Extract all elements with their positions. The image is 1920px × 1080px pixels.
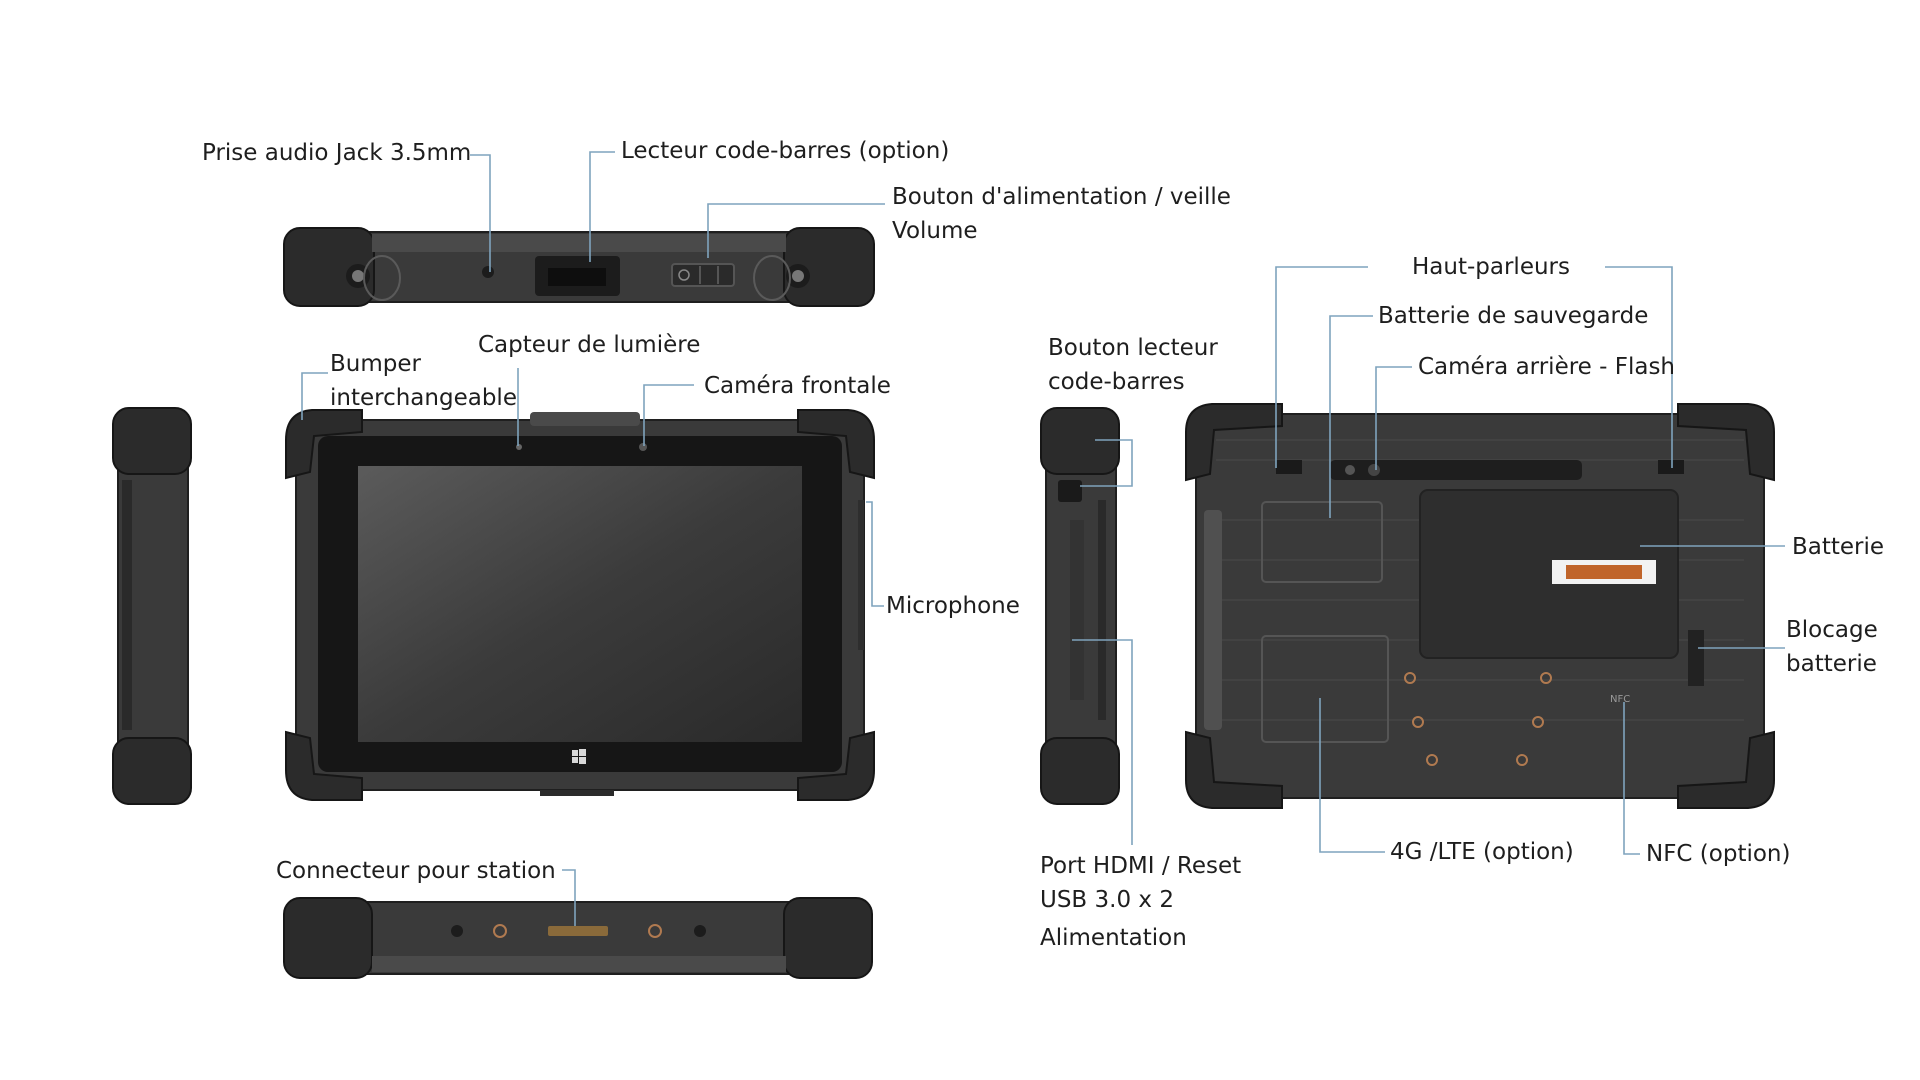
label-battery: Batterie xyxy=(1792,534,1885,560)
label-barcode-button-line2: code-barres xyxy=(1048,369,1185,395)
label-volume: Volume xyxy=(892,218,978,244)
tablet-right-side-view xyxy=(1040,407,1120,805)
dock-connector-pins xyxy=(548,926,608,936)
speaker-left xyxy=(1276,460,1302,474)
label-bumper-line1: Bumper xyxy=(330,351,421,377)
front-camera xyxy=(639,443,647,451)
label-nfc: NFC (option) xyxy=(1646,841,1791,867)
label-barcode-reader: Lecteur code-barres (option) xyxy=(621,138,950,164)
tablet-back-view: NFC xyxy=(1185,403,1775,809)
label-barcode-button-line1: Bouton lecteur xyxy=(1048,335,1218,361)
label-battery-lock-line2: batterie xyxy=(1786,651,1877,677)
label-speakers: Haut-parleurs xyxy=(1412,254,1570,280)
windows-logo-icon xyxy=(572,749,586,764)
power-volume-buttons xyxy=(671,263,735,287)
label-dock-connector: Connecteur pour station xyxy=(276,858,556,884)
label-microphone: Microphone xyxy=(886,593,1020,619)
tablet-left-side-view xyxy=(112,407,192,805)
label-lte: 4G /LTE (option) xyxy=(1390,839,1574,865)
speaker-right xyxy=(1658,460,1684,474)
barcode-button xyxy=(1058,480,1082,502)
light-sensor xyxy=(516,444,522,450)
tablet-bottom-edge-view xyxy=(283,897,873,979)
leader-lines xyxy=(301,151,1785,926)
touch-screen xyxy=(358,466,802,742)
label-audio-jack: Prise audio Jack 3.5mm xyxy=(202,140,472,166)
label-power-button: Bouton d'alimentation / veille xyxy=(892,184,1231,210)
battery-pack xyxy=(1419,489,1679,659)
label-light-sensor: Capteur de lumière xyxy=(478,332,701,358)
tablet-front-view xyxy=(285,409,875,801)
label-ports-line2: USB 3.0 x 2 xyxy=(1040,887,1174,913)
label-ports-line1: Port HDMI / Reset xyxy=(1040,853,1242,879)
label-battery-lock-line1: Blocage xyxy=(1786,617,1878,643)
audio-jack-port xyxy=(482,266,494,278)
power-icon xyxy=(678,269,690,281)
back-logo xyxy=(1566,565,1642,579)
backup-battery-cover xyxy=(1261,501,1383,583)
rear-camera-flash-strip xyxy=(1330,460,1582,480)
label-bumper-line2: interchangeable xyxy=(330,385,517,411)
nfc-marking: NFC xyxy=(1610,694,1630,705)
tablet-top-edge-view xyxy=(283,227,875,307)
label-rear-camera: Caméra arrière - Flash xyxy=(1418,354,1676,380)
label-backup-battery: Batterie de sauvegarde xyxy=(1378,303,1649,329)
lte-card-cover xyxy=(1261,635,1389,743)
label-front-camera: Caméra frontale xyxy=(704,373,891,399)
battery-lock xyxy=(1688,630,1704,686)
label-ports-line3: Alimentation xyxy=(1040,925,1187,951)
